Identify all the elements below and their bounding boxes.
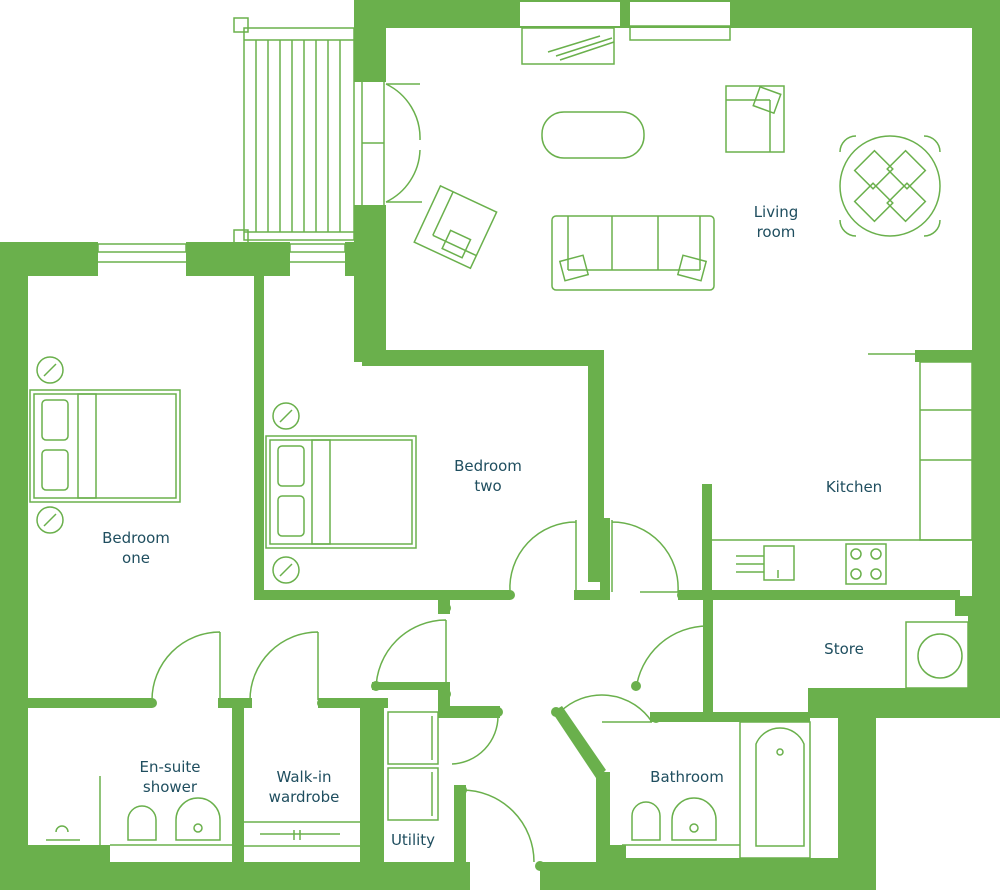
- room-label-ensuite-shower: En-suite shower: [140, 757, 201, 797]
- store-line-1: Store: [824, 640, 864, 658]
- kitchen-fittings: [705, 353, 973, 590]
- ensuite-fittings: [46, 776, 360, 847]
- ensuite-shower-line-2: shower: [142, 778, 198, 796]
- bedroom-one-line-2: one: [122, 549, 150, 567]
- kitchen-line-1: Kitchen: [825, 478, 883, 496]
- balcony: [233, 17, 355, 245]
- utility-line-1: Utility: [390, 831, 436, 849]
- living-room-line-2: room: [756, 223, 796, 241]
- ensuite-shower-line-1: En-suite: [139, 758, 201, 776]
- bedroom-two-furniture: [265, 402, 417, 584]
- bedroom-two-line-1: Bedroom: [454, 457, 522, 475]
- doors: [151, 83, 709, 863]
- windows: [97, 2, 731, 274]
- room-label-kitchen: Kitchen: [826, 477, 882, 497]
- room-label-walk-in-wardrobe: Walk-in wardrobe: [269, 767, 340, 807]
- room-label-utility: Utility: [391, 830, 435, 850]
- room-label-living-room: Living room: [754, 202, 799, 242]
- bedroom-two-line-2: two: [474, 477, 502, 495]
- bedroom-one-furniture: [29, 356, 181, 534]
- walk-in-wardrobe-line-1: Walk-in: [276, 768, 332, 786]
- room-label-store: Store: [824, 639, 864, 659]
- wall-ends: [147, 590, 713, 871]
- room-label-bathroom: Bathroom: [650, 767, 724, 787]
- walk-in-wardrobe-line-2: wardrobe: [268, 788, 340, 806]
- bathroom-line-1: Bathroom: [650, 768, 724, 786]
- utility-appliances: [387, 711, 439, 821]
- bedroom-one-line-1: Bedroom: [102, 529, 170, 547]
- living-room-line-1: Living: [753, 203, 799, 221]
- room-label-bedroom-two: Bedroom two: [454, 456, 522, 496]
- room-label-bedroom-one: Bedroom one: [102, 528, 170, 568]
- store-boiler: [905, 621, 969, 689]
- living-furniture: [413, 27, 941, 291]
- bathroom-fittings: [622, 721, 811, 859]
